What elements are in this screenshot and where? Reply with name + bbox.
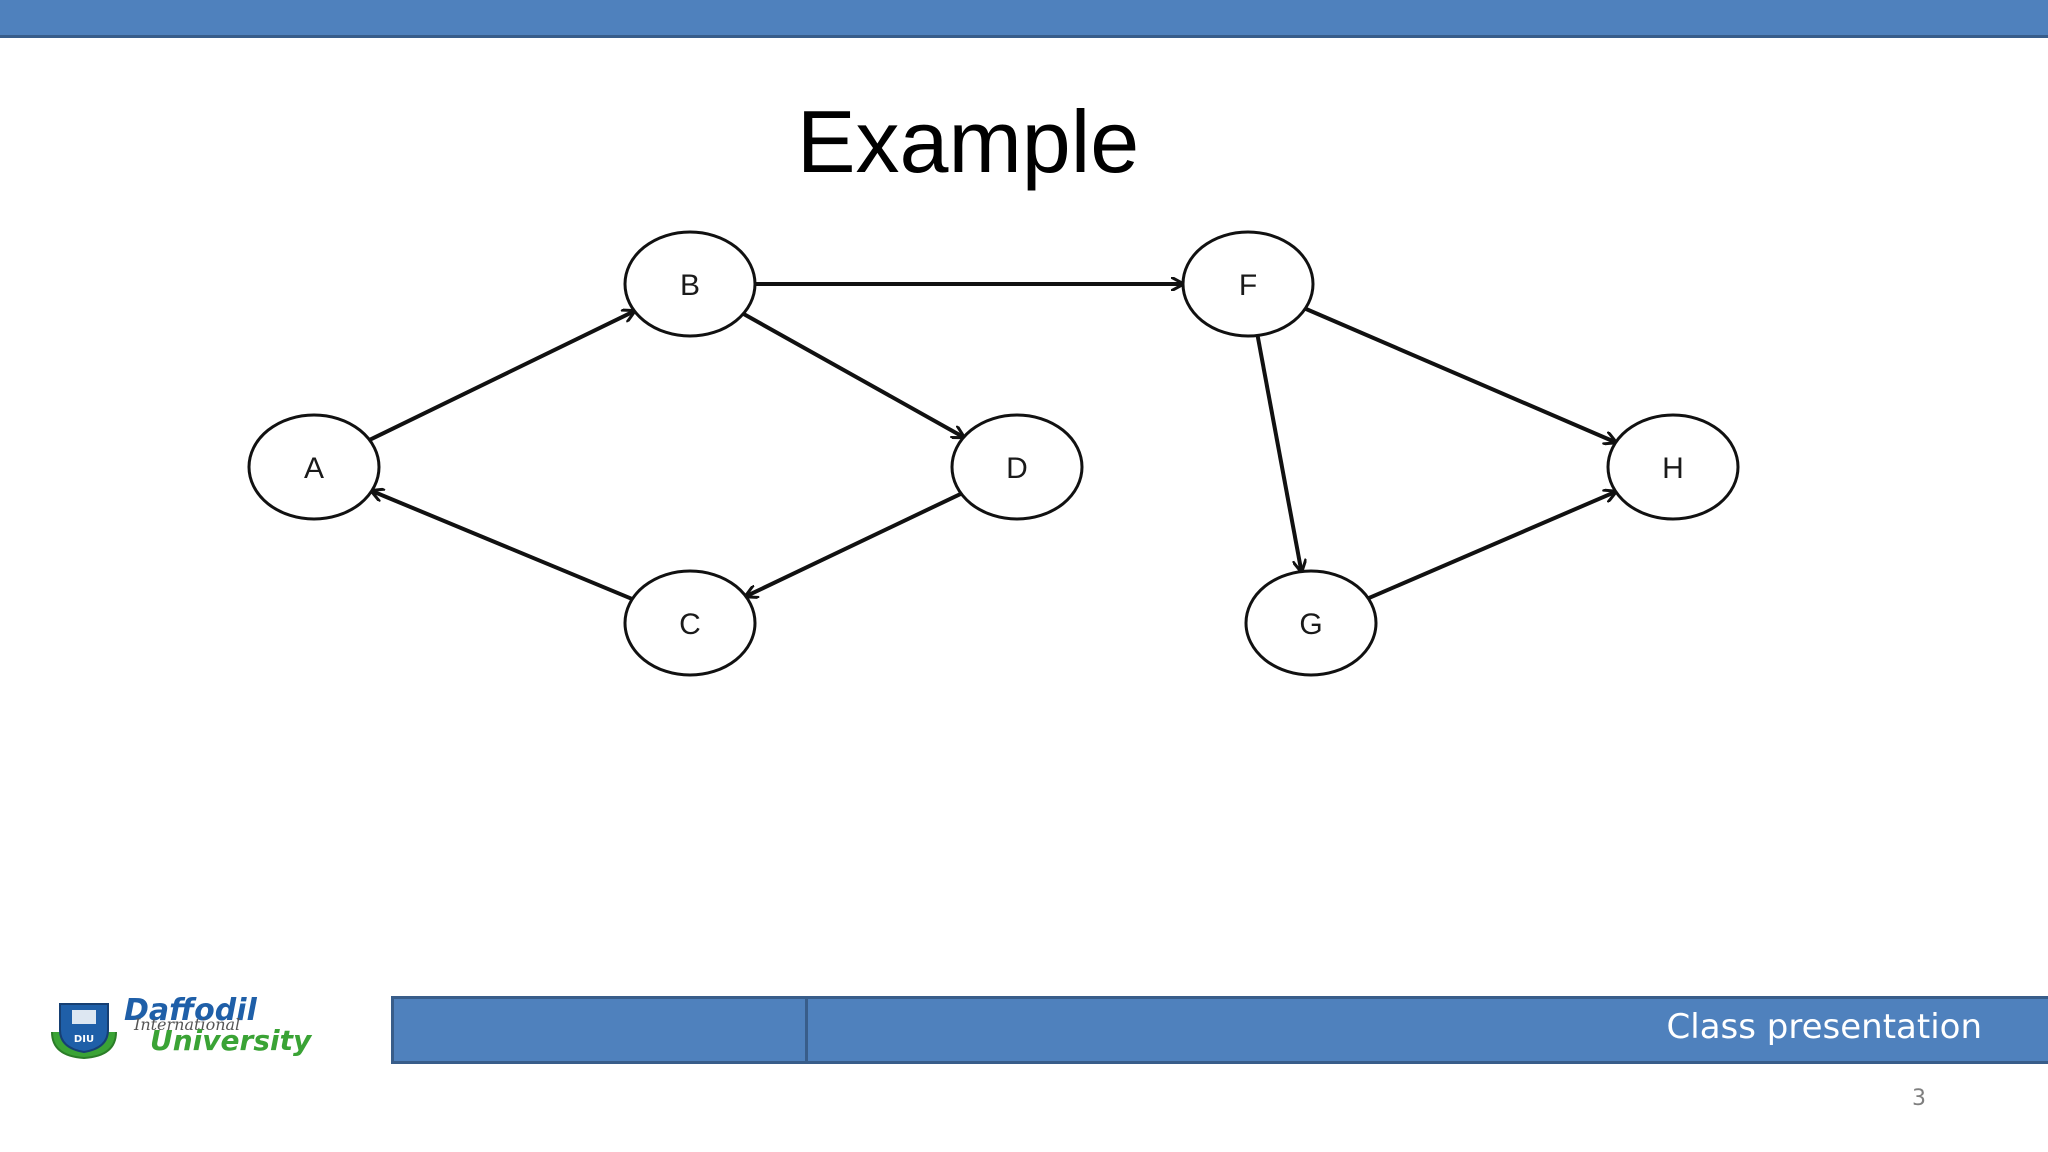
edge-c-to-a xyxy=(372,491,634,601)
university-logo: DIU Daffodil International University xyxy=(51,993,313,1060)
university-seal-icon: DIU xyxy=(51,1003,117,1060)
graph-nodes: A B C D F G H xyxy=(247,230,1740,677)
node-circle xyxy=(623,230,757,338)
logo-line-international: International xyxy=(133,1015,240,1034)
node-d: D xyxy=(950,413,1084,521)
edge-d-to-c xyxy=(746,491,963,597)
logo-line-daffodil: Daffodil xyxy=(124,993,257,1028)
node-a: A xyxy=(247,413,381,521)
node-h: H xyxy=(1606,413,1740,521)
edge-f-to-h xyxy=(1304,306,1616,443)
node-label: A xyxy=(304,452,324,485)
node-circle xyxy=(1181,230,1315,338)
page-number: 3 xyxy=(1912,1086,1926,1111)
node-circle xyxy=(1606,413,1740,521)
node-c: C xyxy=(623,569,757,677)
node-label: H xyxy=(1662,452,1684,485)
node-g: G xyxy=(1244,569,1378,677)
logo-line-university: University xyxy=(150,1024,313,1057)
graph-edges xyxy=(368,284,1616,601)
node-label: B xyxy=(680,269,700,302)
node-circle xyxy=(623,569,757,677)
node-f: F xyxy=(1181,230,1315,338)
node-circle xyxy=(1244,569,1378,677)
seal-text: DIU xyxy=(74,1034,94,1045)
edge-b-to-d xyxy=(742,312,963,437)
node-label: G xyxy=(1299,608,1322,641)
footer-bar-divider xyxy=(805,996,808,1064)
top-banner-bar xyxy=(0,0,2048,38)
node-label: C xyxy=(679,608,701,641)
node-circle xyxy=(950,413,1084,521)
edge-g-to-h xyxy=(1367,492,1616,601)
node-label: D xyxy=(1006,452,1028,485)
node-b: B xyxy=(623,230,757,338)
node-circle xyxy=(247,413,381,521)
edge-a-to-b xyxy=(368,311,635,442)
footer-bar xyxy=(391,996,2048,1064)
footer-text: Class presentation xyxy=(1666,1007,1982,1047)
slide-title: Example xyxy=(796,92,1140,191)
node-label: F xyxy=(1239,269,1257,302)
edge-f-to-g xyxy=(1255,335,1302,571)
